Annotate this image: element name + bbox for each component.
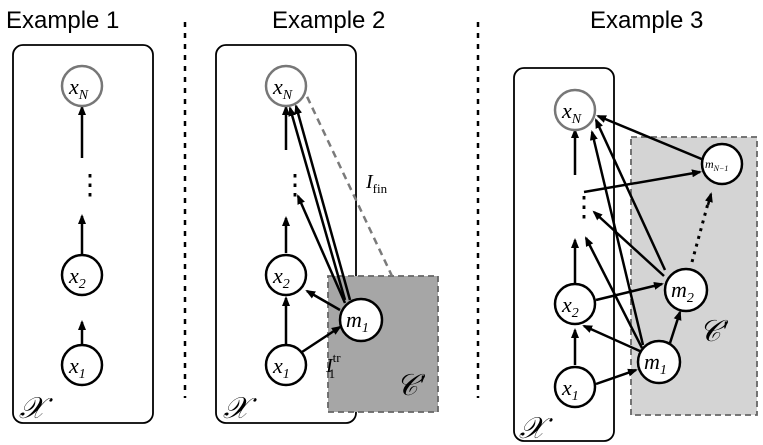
node-m1: m1	[636, 339, 682, 385]
I-fin-label: Ifin	[365, 171, 388, 196]
ellipsis: ⋮	[570, 192, 598, 223]
x-set-box	[513, 67, 615, 442]
node-m1: m1	[338, 297, 384, 343]
svg-text:x2: x2	[561, 292, 579, 321]
x-set-label: 𝒳	[19, 392, 53, 425]
svg-text:mN−1: mN−1	[705, 157, 728, 173]
svg-text:x1: x1	[561, 375, 579, 404]
example-2-title: Example 2	[272, 7, 385, 34]
x-set-label: 𝒳	[223, 392, 257, 425]
node-x2: x2	[60, 253, 104, 297]
svg-text:m1: m1	[346, 307, 369, 336]
node-m2: m2	[663, 267, 709, 313]
example-3-panel: xN ⋮ x2 x1 m1 m2 mN−1 𝒳 𝒞′	[513, 67, 758, 445]
node-x2: x2	[264, 253, 308, 297]
node-x1: x1	[264, 343, 308, 387]
svg-text:x2: x2	[272, 263, 290, 292]
context-set-label: 𝒞′	[699, 315, 729, 348]
x-set-box	[12, 44, 154, 424]
svg-text:x1: x1	[272, 353, 290, 382]
svg-text:xN: xN	[272, 74, 293, 103]
context-set-box	[327, 275, 439, 413]
svg-text:x2: x2	[68, 263, 86, 292]
node-x2: x2	[553, 282, 597, 326]
example-1-panel: xN ⋮ x2 x1 𝒳	[12, 44, 154, 425]
ellipsis: ⋮	[281, 170, 309, 201]
ellipsis: ⋮	[76, 170, 104, 201]
node-xN: xN	[553, 88, 597, 132]
x-set-box	[215, 44, 357, 424]
node-x1: x1	[553, 365, 597, 409]
node-xN: xN	[264, 64, 308, 108]
svg-text:m1: m1	[644, 349, 667, 378]
svg-text:xN: xN	[561, 98, 582, 127]
svg-text:m2: m2	[671, 277, 694, 306]
svg-text:x1: x1	[68, 353, 86, 382]
node-mN-1: mN−1	[700, 142, 744, 186]
example-3-title: Example 3	[590, 7, 703, 34]
svg-text:xN: xN	[68, 74, 89, 103]
node-xN: xN	[60, 64, 104, 108]
example-1-title: Example 1	[6, 7, 119, 34]
x-set-label: 𝒳	[519, 412, 553, 445]
node-x1: x1	[60, 343, 104, 387]
context-set-label: 𝒞′	[396, 369, 426, 402]
